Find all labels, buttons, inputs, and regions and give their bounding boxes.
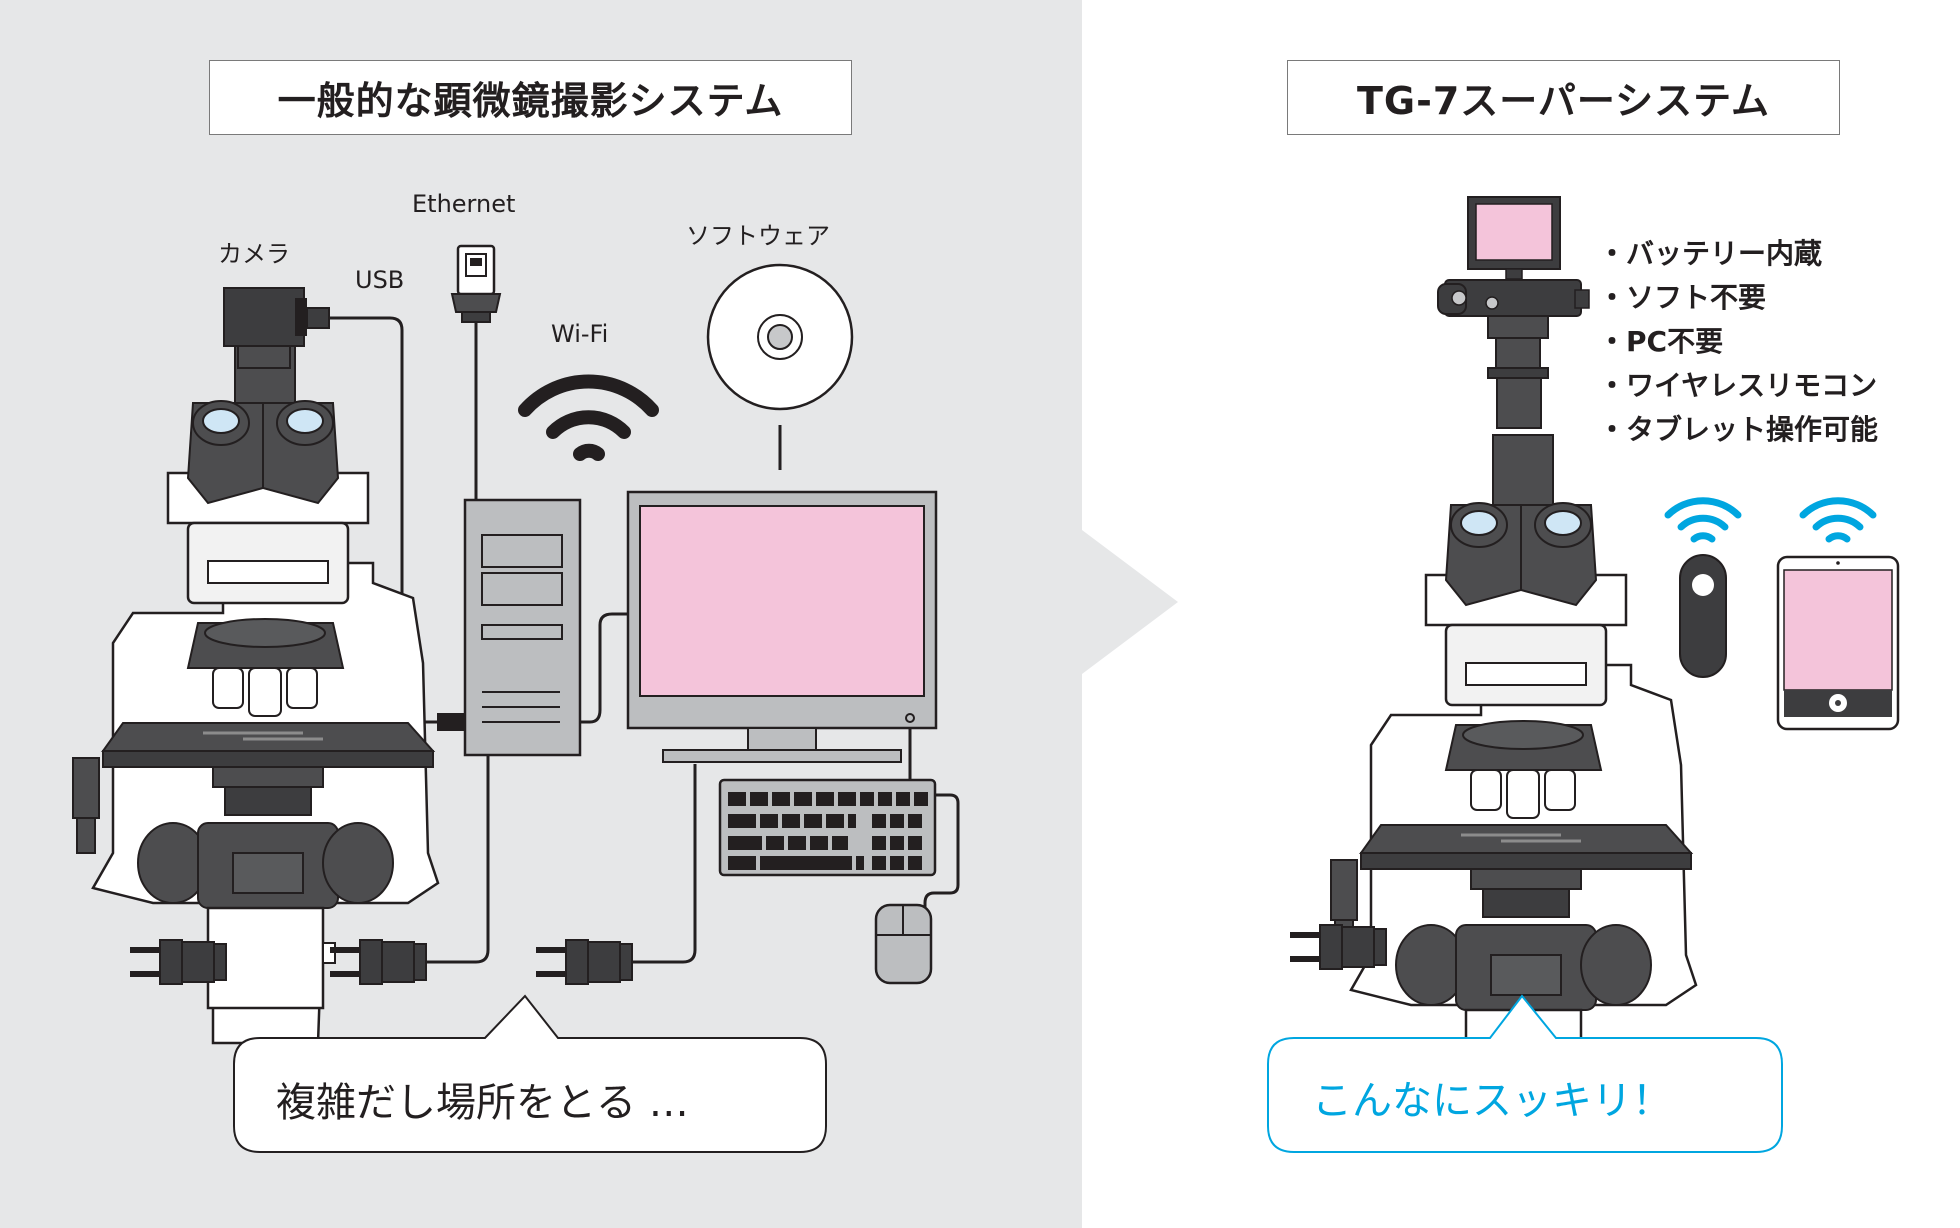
tablet-screen xyxy=(1783,569,1893,691)
software-disc xyxy=(706,263,854,470)
feature-item: ・ワイヤレスリモコン xyxy=(1598,369,1878,402)
wifi-label: Wi-Fi xyxy=(551,320,609,348)
tablet xyxy=(1776,555,1900,731)
keyboard-key xyxy=(878,792,892,806)
keyboard-key xyxy=(896,792,910,806)
usb-label: USB xyxy=(355,266,405,294)
pc-tower xyxy=(437,498,582,757)
divider-arrow xyxy=(1082,530,1178,674)
mouse xyxy=(874,903,933,985)
remote-wifi-icon xyxy=(1668,501,1738,539)
left-panel-title: 一般的な顕微鏡撮影システム xyxy=(209,60,852,135)
keyboard-key xyxy=(728,856,756,870)
tg7-camera-assembly xyxy=(1437,196,1590,429)
tablet-wifi-icon xyxy=(1803,501,1873,539)
right-speech-bubble xyxy=(1267,994,1783,1153)
feature-item: ・バッテリー内蔵 xyxy=(1598,237,1823,270)
keyboard-key xyxy=(872,836,886,850)
software-label: ソフトウェア xyxy=(686,222,830,250)
keyboard-key xyxy=(860,792,874,806)
wireless-remote xyxy=(1679,554,1727,678)
keyboard-key xyxy=(908,814,922,828)
keyboard-key xyxy=(788,836,806,850)
power-plug-right xyxy=(1289,924,1387,970)
keyboard-key xyxy=(728,814,756,828)
keyboard-key xyxy=(908,856,922,870)
keyboard-key xyxy=(890,856,904,870)
keyboard-key xyxy=(856,856,864,870)
wifi-symbol-dark xyxy=(518,374,659,461)
keyboard-key xyxy=(826,814,844,828)
keyboard-key xyxy=(832,836,848,850)
feature-list: ・バッテリー内蔵 ・ソフト不要 ・PC不要 ・ワイヤレスリモコン ・タブレット操… xyxy=(1598,232,1878,452)
keyboard-key xyxy=(804,814,822,828)
keyboard-key xyxy=(908,836,922,850)
ethernet-connector xyxy=(450,244,502,323)
feature-item: ・ソフト不要 xyxy=(1598,281,1767,314)
keyboard-key xyxy=(728,792,746,806)
keyboard xyxy=(718,778,937,877)
right-bubble-text: こんなにスッキリ！ xyxy=(1312,1078,1672,1124)
left-speech-bubble xyxy=(233,994,827,1153)
camera-device xyxy=(223,287,330,369)
keyboard-key xyxy=(838,792,856,806)
keyboard-key xyxy=(816,792,834,806)
feature-item: ・タブレット操作可能 xyxy=(1598,413,1879,446)
keyboard-key xyxy=(872,814,886,828)
right-panel-title: TG-7スーパーシステム xyxy=(1287,60,1840,135)
keyboard-key xyxy=(890,814,904,828)
keyboard-key xyxy=(728,836,762,850)
keyboard-key xyxy=(810,836,828,850)
ethernet-label: Ethernet xyxy=(412,190,516,218)
pc-monitor xyxy=(626,490,938,763)
keyboard-key xyxy=(848,814,856,828)
keyboard-key xyxy=(760,814,778,828)
camera-label: カメラ xyxy=(218,240,290,268)
keyboard-key xyxy=(760,856,852,870)
keyboard-key xyxy=(890,836,904,850)
keyboard-key xyxy=(914,792,928,806)
keyboard-key xyxy=(794,792,812,806)
monitor-screen xyxy=(639,505,925,697)
keyboard-key xyxy=(782,814,800,828)
feature-item: ・PC不要 xyxy=(1598,325,1724,358)
keyboard-key xyxy=(872,856,886,870)
keyboard-key xyxy=(750,792,768,806)
keyboard-key xyxy=(766,836,784,850)
keyboard-key xyxy=(772,792,790,806)
left-bubble-text: 複雑だし場所をとる … xyxy=(276,1080,689,1126)
